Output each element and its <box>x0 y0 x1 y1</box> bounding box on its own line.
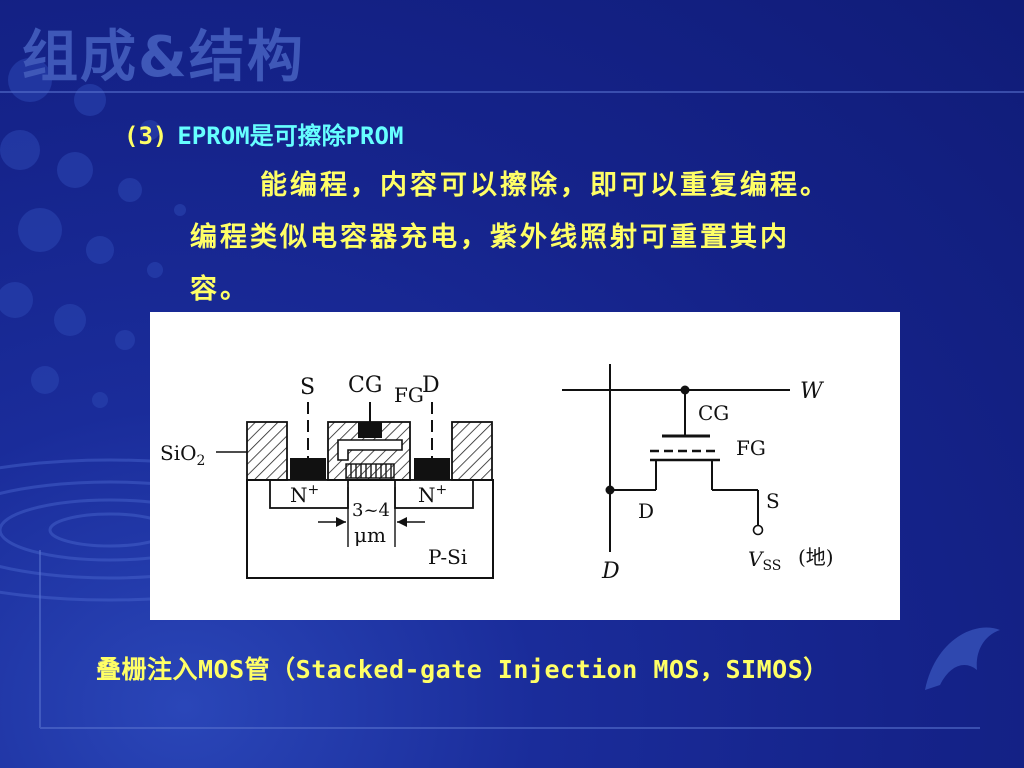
label-circuit-fg: FG <box>736 436 766 460</box>
slide-heading: (3) EPROM是可擦除PROM <box>124 116 403 151</box>
label-control-gate: CG <box>348 373 382 398</box>
source-contact <box>290 458 326 480</box>
label-ground: (地) <box>798 545 834 569</box>
heading-title: EPROM是可擦除PROM <box>177 122 404 150</box>
label-n-plus-right: N+ <box>418 482 447 507</box>
label-word-line: W <box>800 379 825 404</box>
circuit-diagram: W CG FG D S D VSS (地) <box>562 364 834 584</box>
oxide-right <box>451 421 493 481</box>
label-floating-gate: FG <box>394 383 424 407</box>
oxide-left <box>246 421 288 481</box>
cross-section-diagram: S CG FG D SiO2 N+ N+ 3~4 μm P-Si <box>160 373 494 579</box>
floating-gate <box>345 463 395 479</box>
eprom-figure: S CG FG D SiO2 N+ N+ 3~4 μm P-Si <box>150 312 900 620</box>
label-vss: VSS <box>748 547 781 574</box>
description-paragraph: 能编程，内容可以擦除，即可以重复编程。 编程类似电容器充电，紫外线照射可重置其内… <box>190 160 920 316</box>
label-micrometer: μm <box>354 523 386 547</box>
eprom-diagram-svg: S CG FG D SiO2 N+ N+ 3~4 μm P-Si <box>160 364 834 584</box>
label-sio2: SiO2 <box>160 441 205 469</box>
label-circuit-source: S <box>766 489 780 513</box>
label-drain: D <box>422 373 440 398</box>
label-source: S <box>300 375 315 400</box>
label-gap: 3~4 <box>352 500 390 521</box>
label-n-plus-left: N+ <box>290 482 319 507</box>
label-circuit-cg: CG <box>698 401 729 425</box>
label-p-silicon: P-Si <box>428 545 467 569</box>
cg-contact <box>358 422 382 438</box>
dolphin-decoration <box>925 627 1000 690</box>
paragraph-line-2: 编程类似电容器充电，紫外线照射可重置其内 <box>190 222 790 253</box>
control-gate <box>337 439 403 461</box>
paragraph-line-3: 容。 <box>190 274 250 305</box>
heading-number: (3) <box>124 122 168 150</box>
label-circuit-drain: D <box>638 499 654 523</box>
figure-caption: 叠栅注入MOS管（Stacked-gate Injection MOS，SIMO… <box>96 655 829 684</box>
drain-contact <box>414 458 450 480</box>
background-dots-decoration <box>0 58 186 408</box>
section-title: 组成&结构 <box>22 25 305 90</box>
paragraph-line-1: 能编程，内容可以擦除，即可以重复编程。 <box>260 170 830 201</box>
label-bit-line: D <box>601 559 620 584</box>
